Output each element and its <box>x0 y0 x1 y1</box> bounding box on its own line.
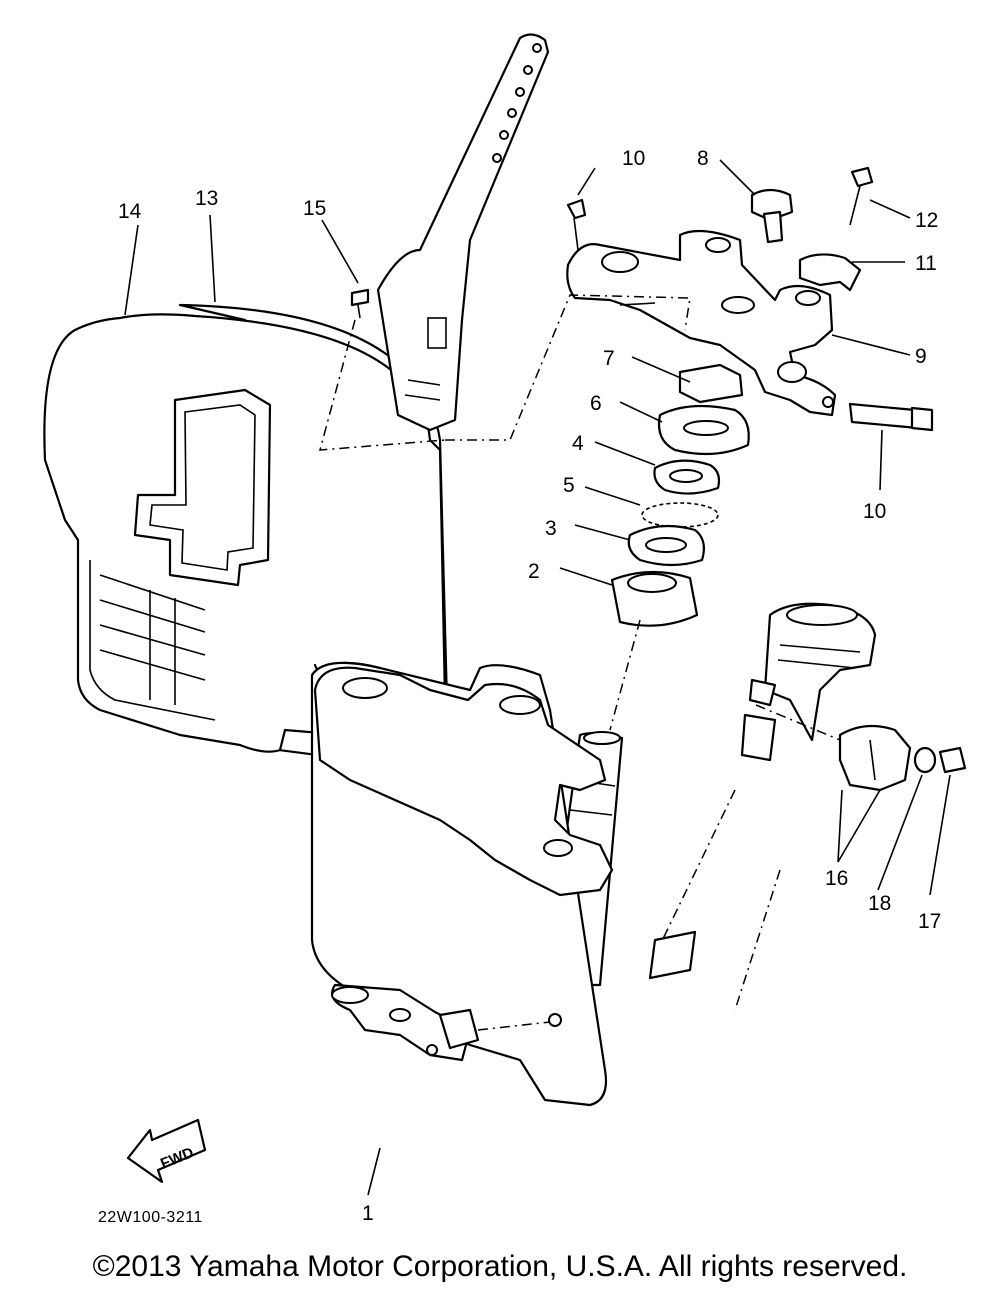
callout-7: 7 <box>603 347 615 370</box>
callout-1: 1 <box>362 1202 374 1225</box>
fwd-arrow: FWD <box>126 1118 207 1184</box>
leader-lines <box>124 159 951 1196</box>
callout-16: 16 <box>825 867 848 890</box>
fork-assembly <box>648 602 967 1011</box>
callout-12: 12 <box>915 209 938 232</box>
callout-9: 9 <box>915 345 927 368</box>
callout-10-upper: 10 <box>622 147 645 170</box>
copyright-notice: ©2013 Yamaha Motor Corporation, U.S.A. A… <box>92 1250 908 1283</box>
callout-8: 8 <box>697 147 709 170</box>
callout-13: 13 <box>195 187 218 210</box>
callout-6: 6 <box>590 392 602 415</box>
bearing-stack <box>610 363 750 627</box>
callout-3: 3 <box>545 517 557 540</box>
diagram-part-code: 22W100-3211 <box>98 1209 203 1226</box>
number-plate-assembly <box>43 33 550 769</box>
callout-14: 14 <box>118 200 142 223</box>
callout-2: 2 <box>528 560 540 583</box>
under-bracket <box>313 666 614 897</box>
upper-bracket-assembly <box>566 166 934 432</box>
callout-10-lower: 10 <box>863 500 886 523</box>
callout-labels: 1 2 3 4 5 6 7 8 9 10 10 11 12 13 14 15 1… <box>118 147 941 1225</box>
callout-11: 11 <box>915 252 937 275</box>
callout-5: 5 <box>563 474 575 497</box>
callout-17: 17 <box>918 910 941 933</box>
callout-15: 15 <box>303 197 326 220</box>
callout-4: 4 <box>572 432 584 455</box>
alignment-lines <box>318 294 841 741</box>
callout-18: 18 <box>868 892 891 915</box>
